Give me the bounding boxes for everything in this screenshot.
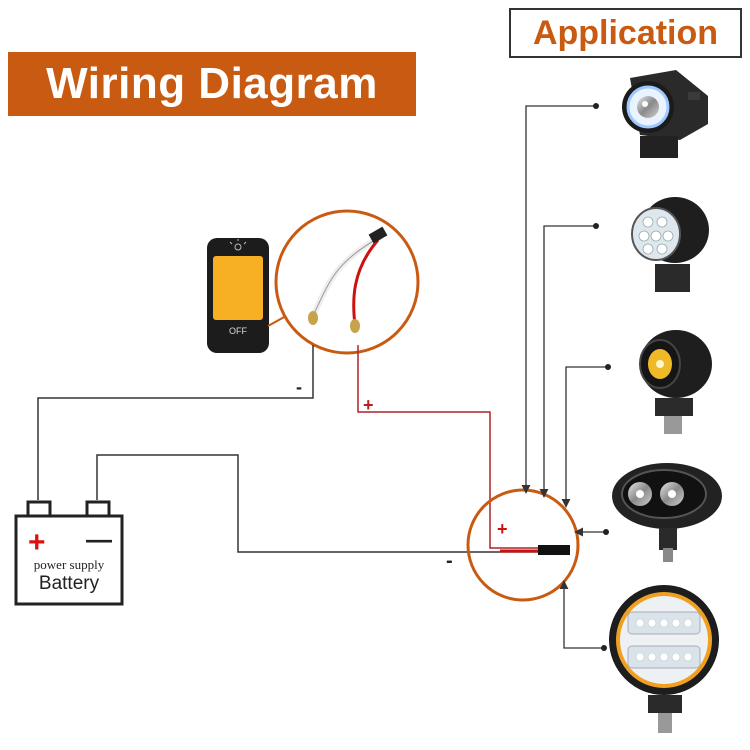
switch-rocker [213, 256, 263, 320]
application-label-box: Application [509, 8, 742, 58]
yellow-cree-spotlight-icon [639, 330, 712, 434]
oval-dual-lens-light-icon [612, 463, 722, 562]
switch-positive-wire [357, 345, 570, 549]
application-label: Application [532, 13, 719, 52]
switch-negative-wire [37, 345, 314, 500]
switch-off-label: OFF [229, 326, 247, 336]
negative-label-top: - [296, 377, 302, 397]
positive-label-top: + [363, 395, 374, 415]
battery: + — power supply Battery [14, 500, 124, 606]
title-banner: Wiring Diagram [8, 52, 416, 116]
battery-negative-sign: — [86, 524, 112, 554]
positive-label-junction: + [497, 519, 508, 539]
battery-label-line2: Battery [39, 573, 100, 594]
round-led-work-light-icon [609, 585, 719, 733]
switch-terminal-zoom [274, 209, 420, 355]
angel-eye-projector-light-icon [622, 70, 708, 158]
negative-label-junction: - [446, 550, 453, 572]
negative-terminal [308, 311, 318, 325]
light-bulb-icon [229, 239, 247, 251]
positive-terminal [350, 319, 360, 333]
diagram-title: Wiring Diagram [46, 59, 378, 108]
battery-label-line1: power supply [34, 557, 105, 572]
multi-led-round-light-icon [631, 197, 709, 292]
rocker-switch: OFF [207, 238, 269, 353]
light-feed-wires [521, 105, 606, 649]
battery-negative-wire [96, 454, 570, 553]
battery-positive-sign: + [28, 526, 46, 559]
junction-zoom: + - [446, 488, 580, 602]
